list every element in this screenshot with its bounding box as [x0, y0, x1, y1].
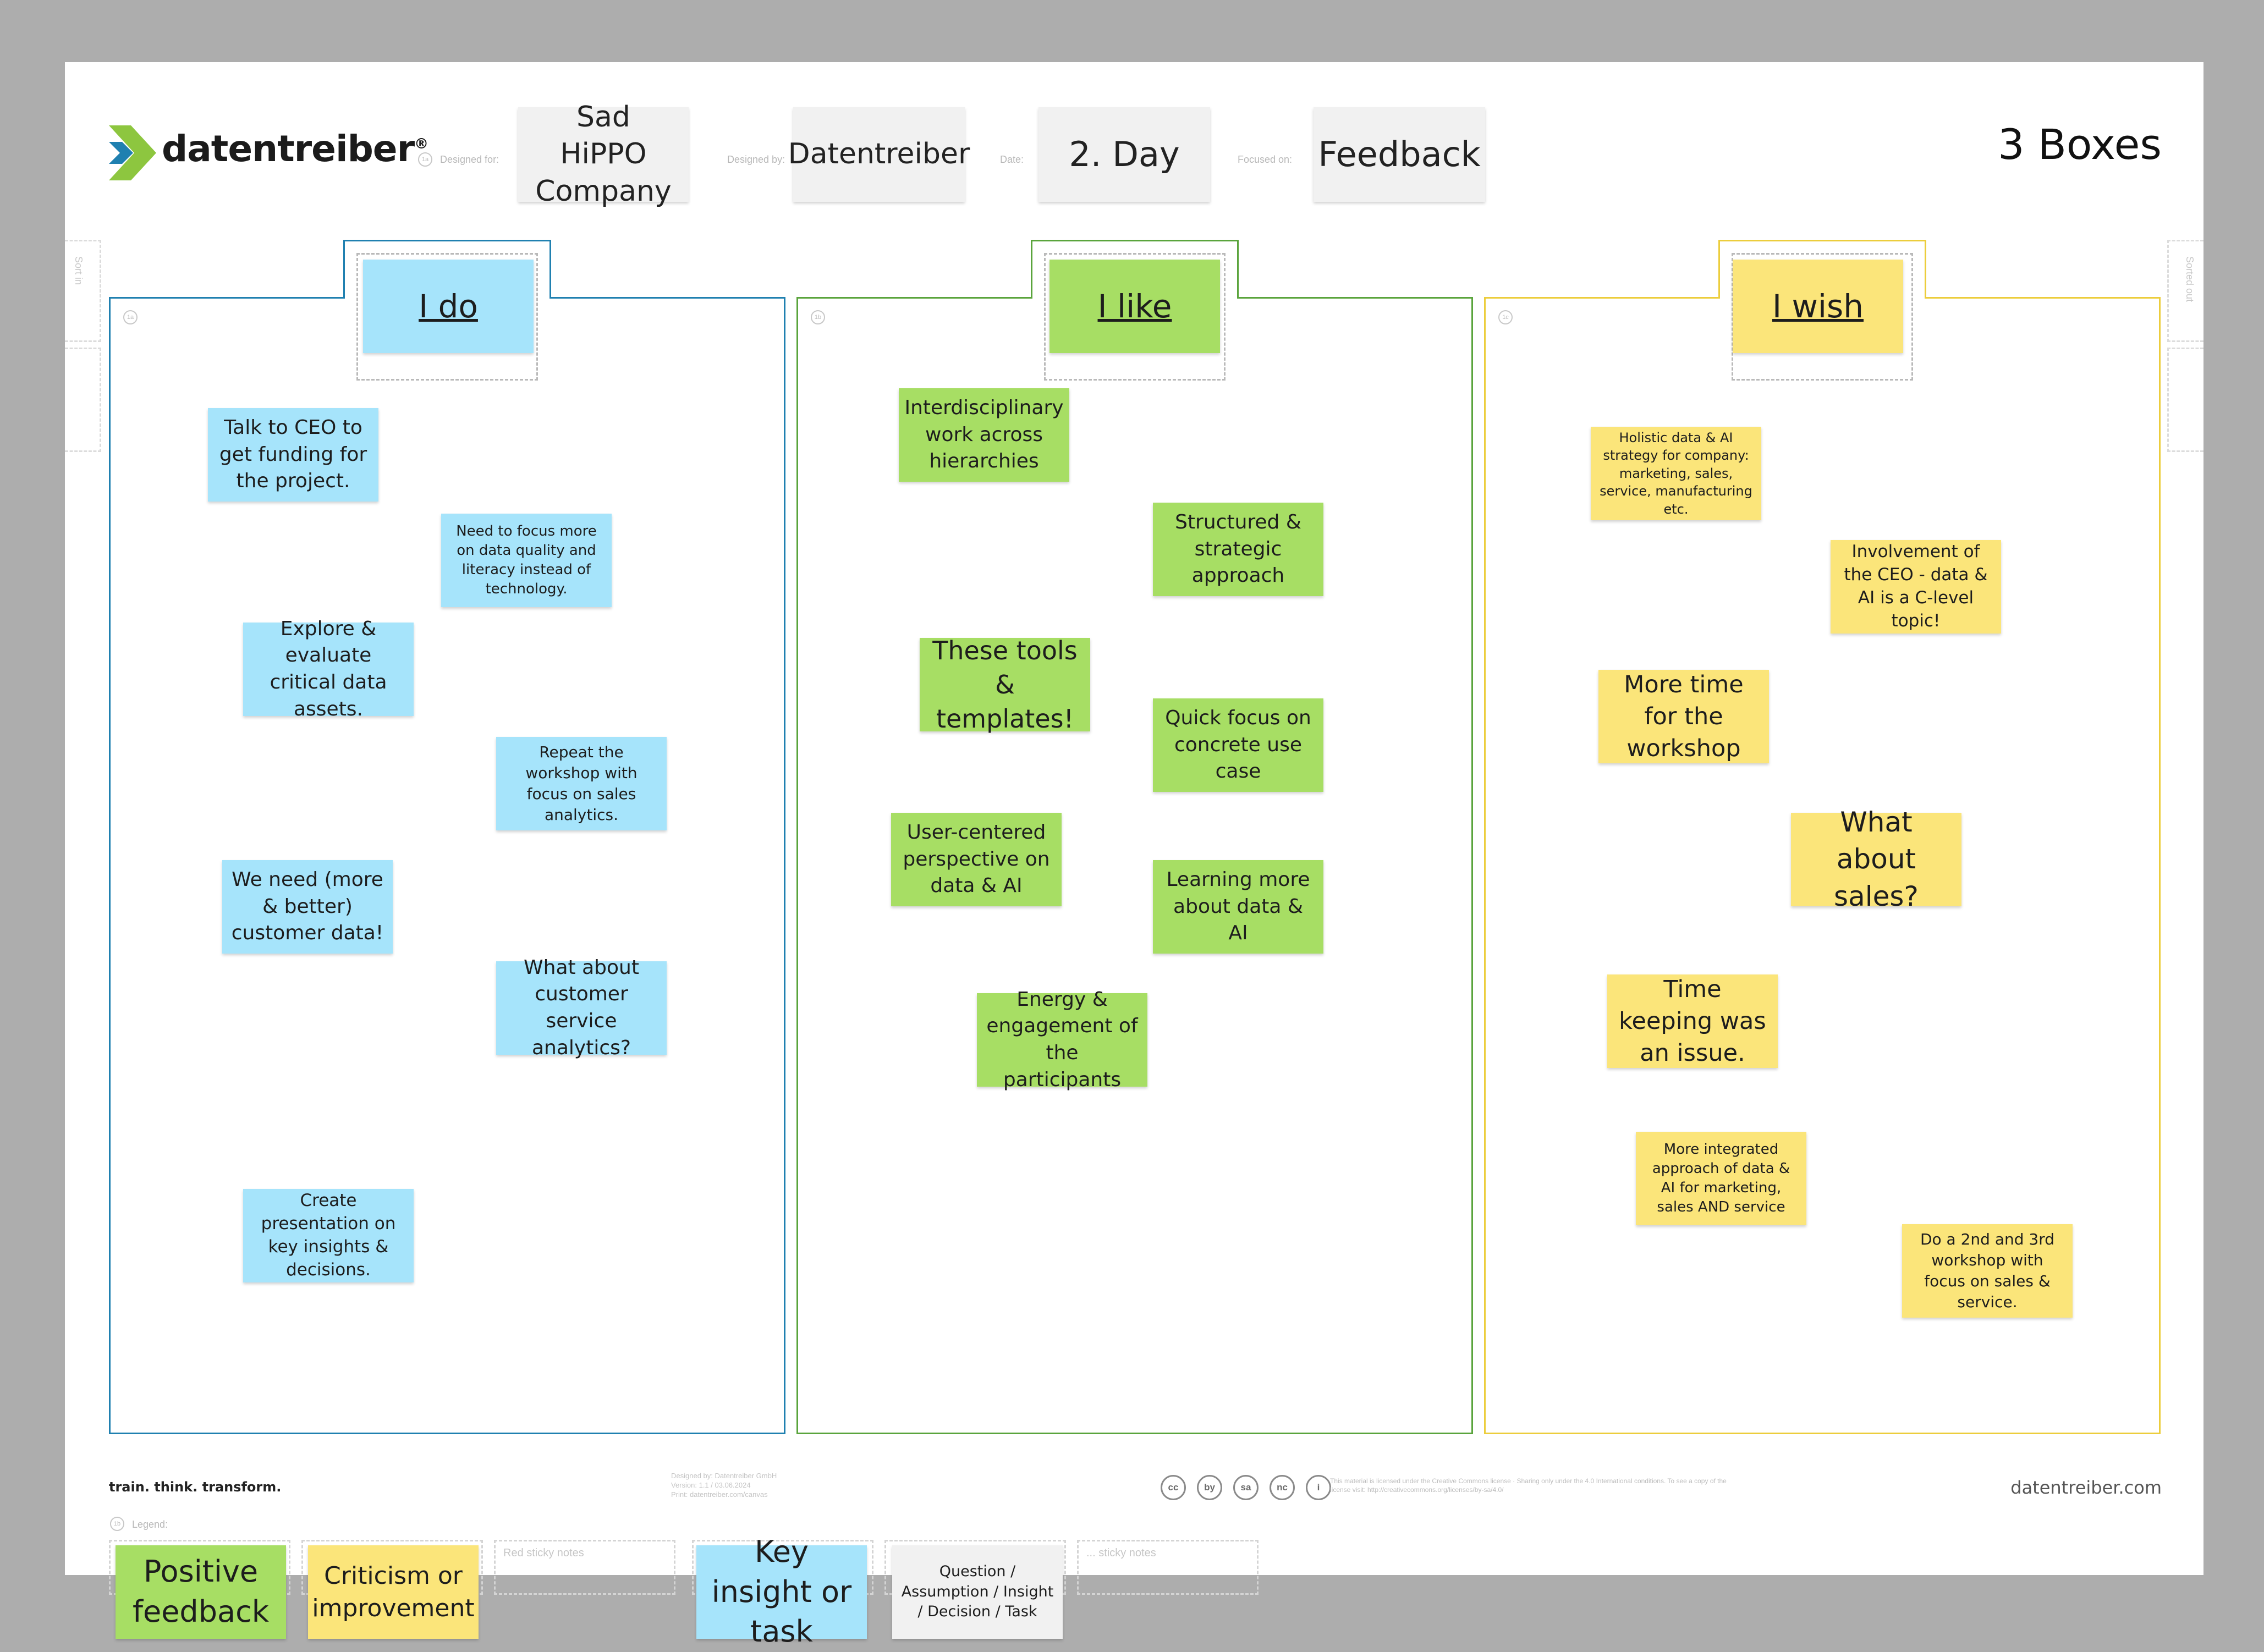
license-text: This material is licensed under the Crea…	[1330, 1477, 1727, 1494]
logo-chevron-icon	[109, 125, 156, 180]
sticky-note[interactable]: What about sales?	[1791, 806, 1961, 912]
left-side-tab-label: Sort in	[73, 256, 84, 285]
credit-line: Version: 1.1 / 03.06.2024	[671, 1480, 751, 1489]
focused-on-label: Focused on:	[1238, 154, 1293, 165]
sticky-note[interactable]: Create presentation on key insights & de…	[243, 1189, 414, 1282]
column-i-like-title[interactable]: I like	[1049, 260, 1220, 353]
sticky-note[interactable]: We need (more & better) customer data!	[222, 860, 393, 954]
credit-line: Print: datentreiber.com/canvas	[671, 1490, 768, 1499]
sticky-note[interactable]: These tools & templates!	[920, 636, 1090, 734]
logo-registered-mark: ®	[414, 136, 428, 152]
column-i-do-title[interactable]: I do	[363, 260, 534, 353]
website-link[interactable]: datentreiber.com	[2010, 1477, 2162, 1498]
canvas-title: 3 Boxes	[1998, 120, 2162, 169]
column-i-do-title-slot	[356, 253, 538, 381]
legend-key-insight: Key insight or task	[696, 1534, 867, 1649]
right-side-tab-label: Sorted out	[2184, 256, 2195, 302]
sticky-note[interactable]: More time for the workshop	[1598, 670, 1769, 763]
footer-tagline: train. think. transform.	[109, 1479, 282, 1495]
right-side-tab: Sorted out	[2167, 240, 2203, 454]
footer-credits: Designed by: Datentreiber GmbH Version: …	[671, 1472, 777, 1500]
logo-wordmark: datentreiber	[162, 128, 415, 170]
sticky-note[interactable]: Learning more about data & AI	[1153, 860, 1323, 954]
column-i-wish-title[interactable]: I wish	[1733, 260, 1903, 353]
sticky-note[interactable]: Time keeping was an issue.	[1607, 974, 1778, 1068]
sticky-note[interactable]: What about customer service analytics?	[496, 956, 667, 1059]
legend-positive-feedback: Positive feedback	[116, 1545, 286, 1639]
sticky-note[interactable]: Repeat the workshop with focus on sales …	[496, 737, 667, 830]
column-i-wish-title-slot	[1732, 253, 1913, 381]
sticky-note[interactable]: Talk to CEO to get funding for the proje…	[208, 408, 378, 502]
sticky-note[interactable]: Do a 2nd and 3rd workshop with focus on …	[1902, 1224, 2073, 1318]
sticky-note[interactable]: Involvement of the CEO - data & AI is a …	[1831, 540, 2001, 634]
sticky-note[interactable]: Structured & strategic approach	[1153, 503, 1323, 596]
legend-label: Legend:	[132, 1519, 168, 1530]
nc-icon: nc	[1270, 1475, 1295, 1500]
sticky-note[interactable]: Need to focus more on data quality and l…	[441, 514, 612, 607]
section-badge: 1a	[418, 152, 432, 167]
sticky-note[interactable]: Holistic data & AI strategy for company:…	[1591, 427, 1761, 520]
date-label: Date:	[1000, 154, 1024, 165]
license-icons: cc by sa nc i	[1161, 1475, 1331, 1500]
credit-line: Designed by: Datentreiber GmbH	[671, 1472, 777, 1480]
sticky-note[interactable]: Quick focus on concrete use case	[1153, 698, 1323, 792]
date-card[interactable]: 2. Day	[1038, 107, 1210, 202]
by-icon: by	[1197, 1475, 1222, 1500]
designed-by-card[interactable]: Datentreiber	[788, 107, 970, 202]
sticky-note[interactable]: More integrated approach of data & AI fo…	[1636, 1132, 1806, 1225]
left-side-tab: Sort in	[65, 240, 101, 454]
focused-on-card[interactable]: Feedback	[1314, 107, 1485, 202]
sa-icon: sa	[1233, 1475, 1259, 1500]
designed-for-label: Designed for:	[440, 154, 499, 165]
sticky-note[interactable]: Energy & engagement of the participants	[977, 988, 1147, 1091]
sticky-note[interactable]: Interdisciplinary work across hierarchie…	[899, 388, 1069, 482]
column-i-wish-badge: 1c	[1498, 310, 1513, 324]
column-i-like-title-slot	[1044, 253, 1226, 381]
column-i-do-badge: 1a	[123, 310, 138, 324]
datentreiber-logo: datentreiber®	[109, 122, 428, 183]
legend-other-notes: ... sticky notes	[1077, 1540, 1259, 1595]
legend-red-notes: Red sticky notes	[494, 1540, 675, 1595]
legend-badge: 1b	[110, 1517, 124, 1531]
sticky-note[interactable]: User-centered perspective on data & AI	[891, 813, 1062, 906]
cc-icon: cc	[1161, 1475, 1186, 1500]
legend-question-note: Question / Assumption / Insight / Decisi…	[892, 1545, 1063, 1639]
designed-for-card[interactable]: Sad HiPPO Company	[518, 101, 689, 208]
legend-criticism: Criticism or improvement	[308, 1545, 479, 1639]
info-icon: i	[1306, 1475, 1331, 1500]
designed-by-label: Designed by:	[727, 154, 785, 165]
column-i-like-badge: 1b	[811, 310, 825, 324]
sticky-note[interactable]: Explore & evaluate critical data assets.	[243, 618, 414, 720]
